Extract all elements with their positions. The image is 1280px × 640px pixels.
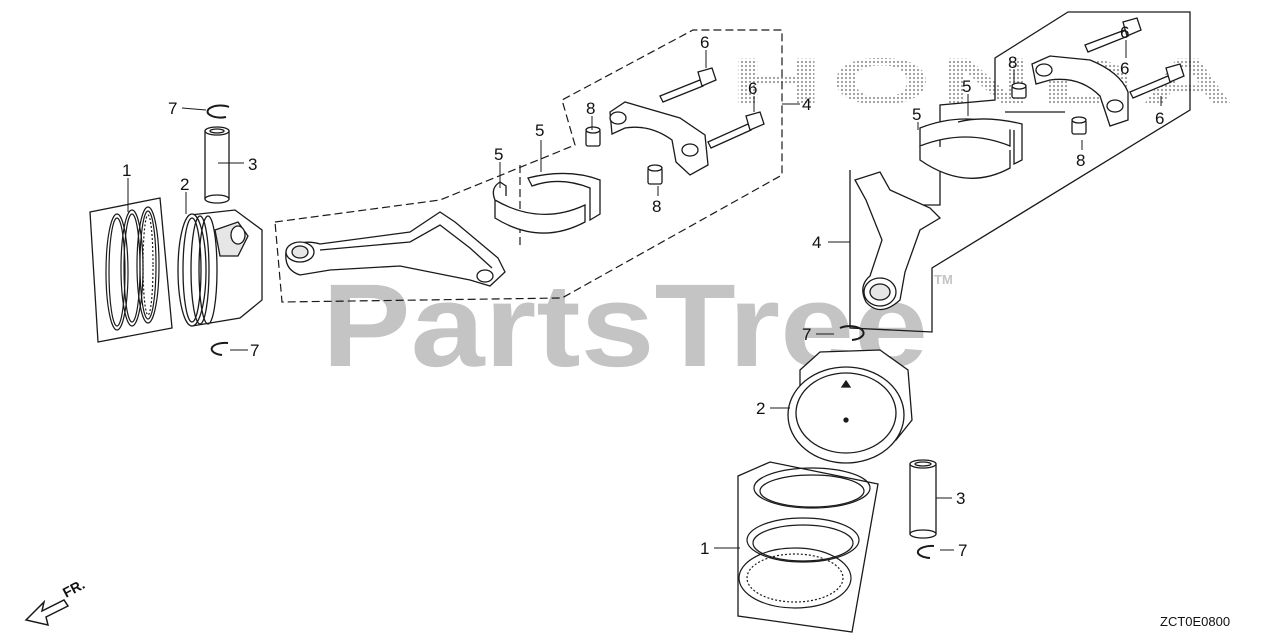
rod-bolt-left-upper [659, 67, 717, 103]
callout-clip-right-bottom: 7 [958, 541, 967, 560]
callout-clip-left-bottom: 7 [250, 341, 259, 360]
piston-clip-right-bottom [916, 544, 935, 559]
callout-dowel-right-a: 8 [1008, 53, 1017, 72]
rod-cap-left [609, 101, 709, 176]
callout-piston-rings-right: 1 [700, 539, 709, 558]
dowel-pin-left-a [585, 126, 601, 147]
callout-bolt-right-a: 6 [1120, 23, 1129, 42]
rod-bolt-left-lower [707, 111, 765, 149]
callout-dowel-right-b: 8 [1076, 151, 1085, 170]
rod-bolt-right-lower [1129, 63, 1185, 99]
bearing-shells-left [492, 172, 601, 234]
left-assembly-outline [274, 29, 783, 303]
rod-cap-right [1031, 55, 1129, 127]
right-ring-frame [737, 461, 879, 633]
callout-piston-right: 2 [756, 399, 765, 418]
callout-piston-rings-left: 1 [122, 161, 131, 180]
callout-piston-left: 2 [180, 175, 189, 194]
diagram-code: ZCT0E0800 [1160, 614, 1230, 629]
connecting-rod-left [285, 211, 506, 287]
dowel-pin-right-b [1071, 116, 1087, 135]
callout-clip-right-top: 7 [802, 325, 811, 344]
callout-piston-pin-right: 3 [956, 489, 965, 508]
callout-bearing-left-b: 5 [535, 121, 544, 140]
piston-rings-right [738, 467, 871, 609]
rod-bolt-right-upper [1084, 17, 1142, 53]
piston-clip-right-top [839, 325, 865, 341]
callout-dowel-left-a: 8 [586, 99, 595, 118]
piston-clip-left-bottom [210, 341, 229, 356]
callout-bolt-left-a: 6 [700, 33, 709, 52]
callout-labels: 1 2 3 7 7 5 5 8 8 6 6 4 5 5 8 8 6 6 6 4 … [122, 23, 1164, 560]
piston-right [787, 349, 913, 464]
callout-bolt-right-b: 6 [1120, 59, 1129, 78]
piston-pin-right [909, 459, 937, 539]
callout-piston-pin-left: 3 [248, 155, 257, 174]
callout-rod-right: 4 [812, 233, 821, 252]
honda-watermark: HONDA [730, 44, 1242, 118]
piston-pin-left [204, 126, 230, 204]
bearing-shells-right [919, 118, 1023, 179]
callout-bolt-left-b: 6 [748, 79, 757, 98]
piston-clip-left-top [206, 104, 230, 119]
honda-logo-text: HONDA [730, 44, 1242, 118]
callout-dowel-left-b: 8 [652, 197, 661, 216]
front-arrow-icon [24, 599, 70, 627]
callout-rod-left: 4 [802, 95, 811, 114]
callout-bolt-right-c: 6 [1155, 109, 1164, 128]
left-piston-ring-frame [89, 197, 173, 343]
callout-bearing-right-b: 5 [962, 77, 971, 96]
leader-lines [127, 40, 1162, 551]
piston-rings-left [105, 206, 160, 331]
dowel-pin-left-b [647, 164, 663, 185]
callout-bearing-left-a: 5 [494, 145, 503, 164]
front-direction-label: FR. [60, 576, 87, 601]
trademark-text: TM [934, 272, 953, 287]
dowel-pin-right-a [1011, 82, 1027, 99]
callout-bearing-right-a: 5 [912, 105, 921, 124]
callout-clip-left-top: 7 [168, 99, 177, 118]
front-direction-indicator: FR. [24, 576, 87, 627]
piston-left [177, 209, 263, 327]
connecting-rod-right [854, 171, 942, 311]
